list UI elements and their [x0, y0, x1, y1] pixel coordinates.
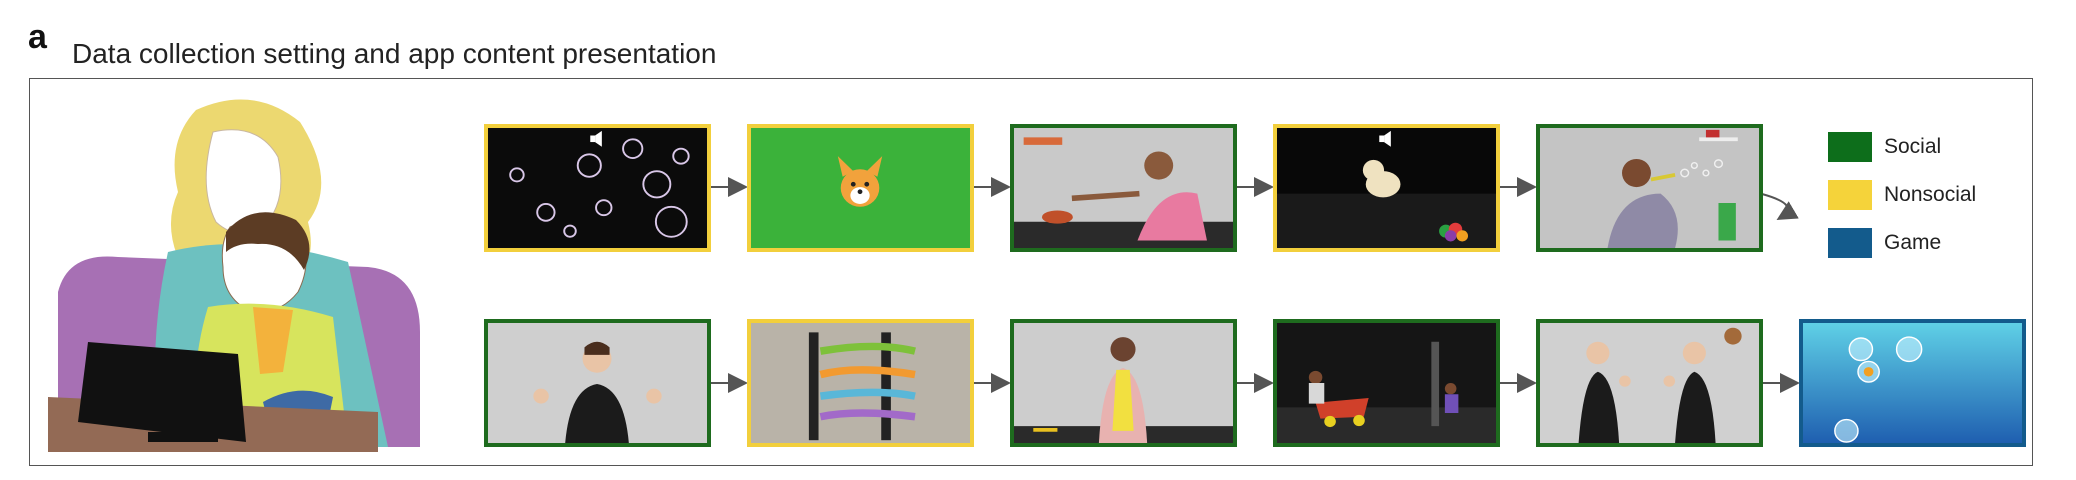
thumb-toy-dog — [1273, 124, 1500, 252]
legend-label-social: Social — [1884, 135, 1942, 158]
legend-label-game: Game — [1884, 231, 1942, 254]
puppy-face-icon — [837, 156, 883, 207]
legend-label-nonsocial: Nonsocial — [1884, 183, 1977, 206]
legend-item-game: Game — [1828, 226, 1941, 260]
thumb-children-cart — [1273, 319, 1500, 447]
legend-item-social: Social — [1828, 130, 1941, 164]
figure-title: Data collection setting and app content … — [72, 38, 717, 69]
figure-frame — [29, 78, 2033, 466]
thumb-woman-gesturing — [484, 319, 711, 447]
legend-swatch-game — [1828, 228, 1872, 258]
speaker-icon — [1379, 130, 1391, 147]
caregiver-child-tablet-illustration — [48, 99, 420, 452]
thumb-woman-spinning-top — [1010, 124, 1237, 252]
legend-swatch-nonsocial — [1828, 180, 1872, 210]
thumb-woman-with-tie — [1010, 319, 1237, 447]
thumb-puppy-emoji — [747, 124, 974, 252]
thumb-man-blowing-bubbles — [1536, 124, 1763, 252]
thumb-bubbles — [484, 124, 711, 252]
thumb-toy-ramp — [747, 319, 974, 447]
legend-item-nonsocial: Nonsocial — [1828, 178, 1976, 212]
thumb-two-women-waving — [1536, 319, 1763, 447]
thumb-bubble-game — [1799, 319, 2026, 447]
speaker-icon — [590, 130, 602, 147]
panel-letter: a — [28, 18, 47, 56]
legend-swatch-social — [1828, 132, 1872, 162]
